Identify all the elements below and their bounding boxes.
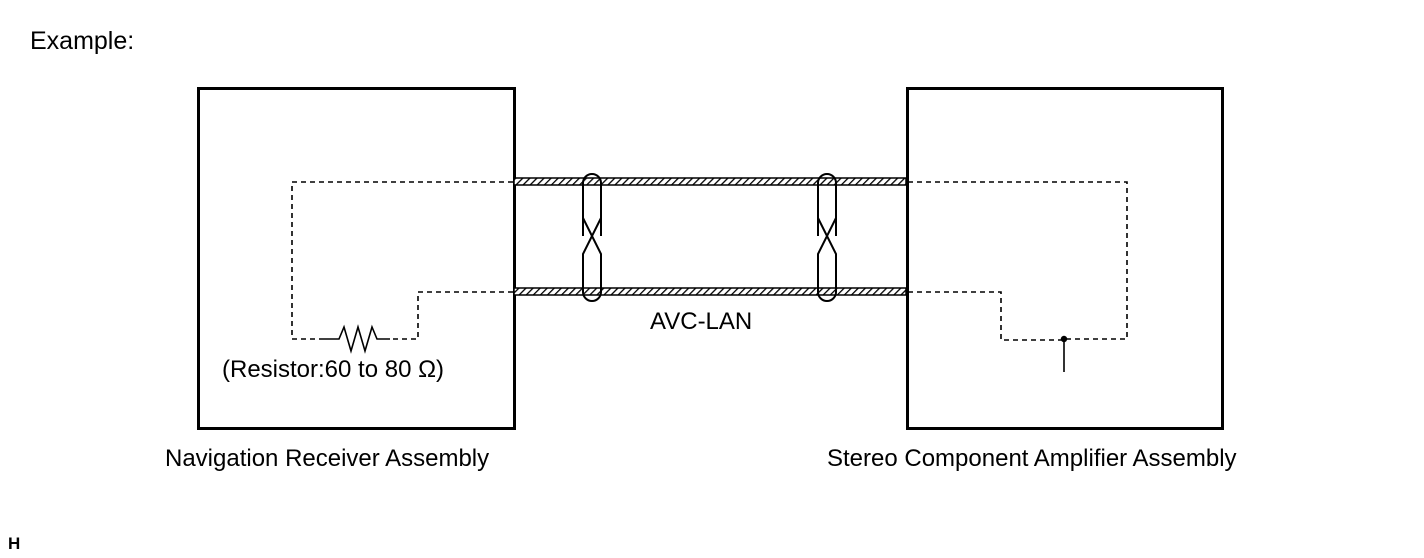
amplifier-box (906, 87, 1224, 430)
right-internal-lower-dashed-wire (908, 291, 1064, 341)
amplifier-label: Stereo Component Amplifier Assembly (827, 445, 1237, 472)
left-internal-upper-dashed-wire (291, 181, 513, 340)
twisted-pair-marker-2 (817, 173, 837, 302)
resistor-symbol (320, 324, 390, 354)
twisted-pair-marker-1 (582, 173, 602, 302)
navigation-receiver-box (197, 87, 516, 430)
corner-mark: H (8, 534, 20, 553)
avc-lan-lower-wire (513, 287, 907, 296)
left-internal-lower-dashed-wire (390, 291, 513, 340)
navigation-receiver-label: Navigation Receiver Assembly (165, 445, 489, 472)
avc-lan-upper-wire (513, 177, 907, 186)
avc-lan-label: AVC-LAN (650, 308, 752, 335)
resistor-label: (Resistor:60 to 80 Ω) (222, 356, 444, 383)
right-internal-upper-dashed-wire (908, 181, 1128, 340)
example-heading: Example: (30, 27, 134, 55)
